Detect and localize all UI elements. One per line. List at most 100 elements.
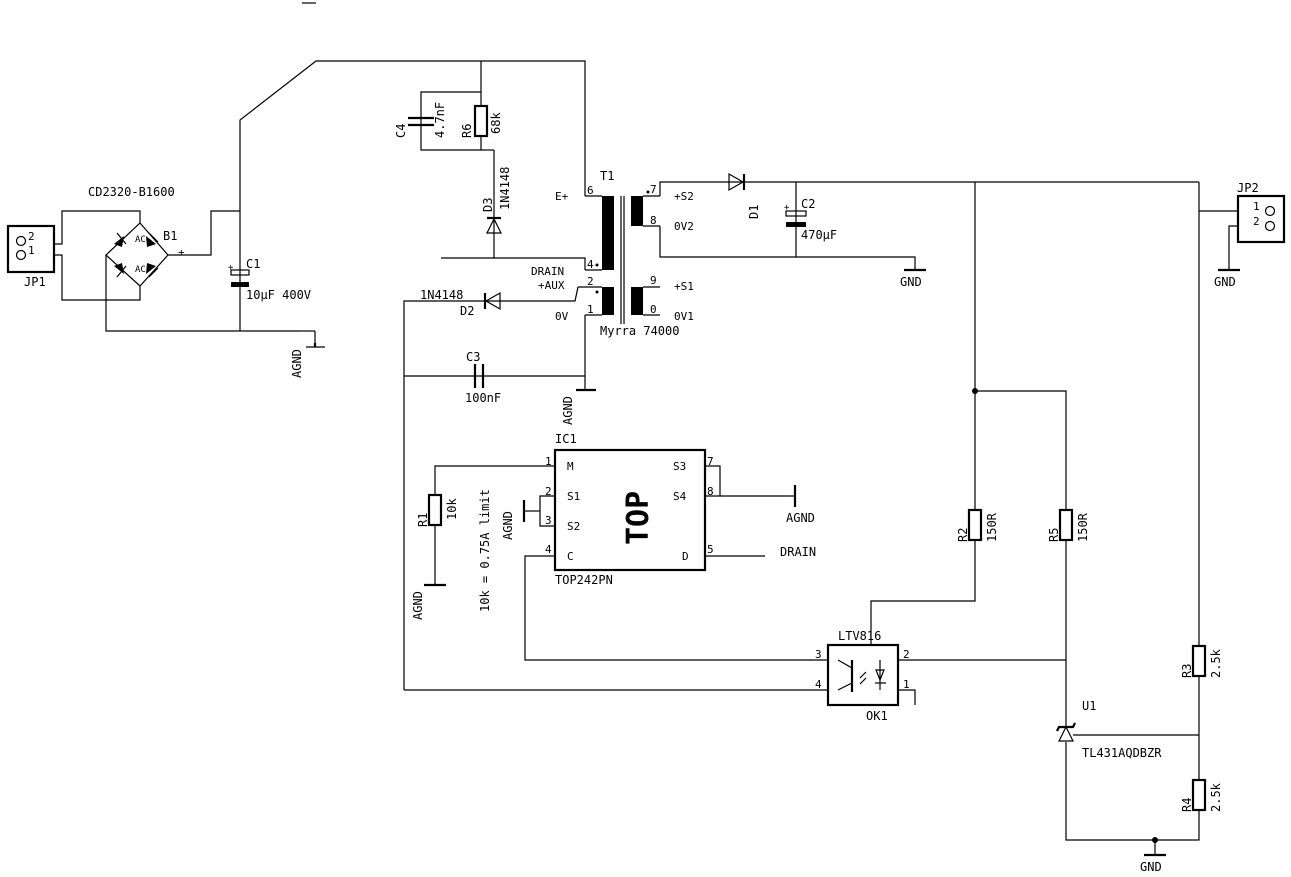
ic1-m-label: M bbox=[567, 460, 574, 473]
d3-value: 1N4148 bbox=[498, 167, 512, 210]
agnd-label-1: AGND bbox=[290, 349, 304, 378]
t1-0v2-label: 0V2 bbox=[674, 220, 694, 233]
b1-ac1-label: AC bbox=[135, 235, 146, 245]
c2-plus-label: + bbox=[784, 203, 790, 213]
t1-eplus-label: E+ bbox=[555, 190, 569, 203]
c4-capacitor: C4 4.7nF bbox=[394, 102, 447, 138]
ok1-pin1: 1 bbox=[903, 678, 910, 691]
agnd-symbol-ic1: AGND bbox=[501, 500, 526, 540]
b1-value: CD2320-B1600 bbox=[88, 185, 175, 199]
d3-diode: D3 1N4148 bbox=[481, 167, 512, 234]
ic1-s3-label: S3 bbox=[673, 460, 686, 473]
gnd-label-secondary: GND bbox=[900, 275, 922, 289]
ok1-pin4: 4 bbox=[815, 678, 822, 691]
ic1-top242: IC1 TOP242PN TOP 1 2 3 4 7 8 5 M S1 S2 C… bbox=[545, 432, 714, 587]
d2-value: 1N4148 bbox=[420, 288, 463, 302]
agnd-symbol-ic1-right: AGND bbox=[786, 485, 815, 525]
r6-resistor: R6 68k bbox=[460, 104, 503, 138]
t1-pin6: 6 bbox=[587, 184, 594, 197]
c3-capacitor: C3 100nF bbox=[465, 350, 501, 405]
c1-name: C1 bbox=[246, 257, 260, 271]
gnd-label-jp2: GND bbox=[1214, 275, 1236, 289]
c3-value: 100nF bbox=[465, 391, 501, 405]
t1-value: Myrra 74000 bbox=[600, 324, 679, 338]
r6-name: R6 bbox=[460, 124, 474, 138]
ic1-s2-label: S2 bbox=[567, 520, 580, 533]
wire-c4 bbox=[420, 91, 481, 151]
agnd-label-2: AGND bbox=[561, 396, 575, 425]
r1-resistor: R1 10k 10k = 0.75A limit bbox=[416, 489, 492, 612]
t1-drain-label: DRAIN bbox=[531, 265, 564, 278]
c4-name: C4 bbox=[394, 124, 408, 138]
agnd-symbol-1: AGND bbox=[290, 330, 325, 378]
u1-value: TL431AQDBZR bbox=[1082, 746, 1162, 760]
r4-value: 2.5k bbox=[1209, 782, 1223, 812]
t1-pin2: 2 bbox=[587, 275, 594, 288]
t1-aux-label: +AUX bbox=[538, 279, 565, 292]
ic1-body-label: TOP bbox=[621, 491, 656, 545]
agnd-label-r1: AGND bbox=[411, 591, 425, 620]
wire-aux-line bbox=[403, 286, 579, 690]
jp1-connector: 2 1 JP1 bbox=[6, 224, 56, 289]
r6-value: 68k bbox=[489, 112, 503, 134]
ic1-pin3: 3 bbox=[545, 514, 552, 527]
b1-plus-label: + bbox=[178, 246, 185, 259]
ic1-c-label: C bbox=[567, 550, 574, 563]
wire-ic1-c bbox=[524, 555, 828, 661]
gnd-symbol-secondary: GND bbox=[900, 268, 926, 289]
ok1-pin2: 2 bbox=[903, 648, 910, 661]
r3-name: R3 bbox=[1180, 664, 1194, 678]
d1-diode: D1 bbox=[728, 172, 761, 219]
t1-pin0: 0 bbox=[650, 303, 657, 316]
b1-bridge-rectifier: AC AC + B1 CD2320-B1600 bbox=[88, 185, 185, 287]
wire-secondary-plus bbox=[659, 181, 1199, 196]
gnd-symbol-jp2: GND bbox=[1214, 268, 1240, 289]
r4-name: R4 bbox=[1180, 798, 1194, 812]
wire-c3 bbox=[404, 315, 586, 377]
jp1-name: JP1 bbox=[24, 275, 46, 289]
ok1-value: LTV816 bbox=[838, 629, 881, 643]
jp1-pin2-label: 2 bbox=[28, 230, 35, 243]
d3-name: D3 bbox=[481, 198, 495, 212]
r2-value: 150R bbox=[985, 512, 999, 542]
t1-pin8: 8 bbox=[650, 214, 657, 227]
ic1-s4-label: S4 bbox=[673, 490, 687, 503]
wire-ic1-m bbox=[434, 465, 555, 495]
jp2-name: JP2 bbox=[1237, 181, 1259, 195]
jp2-connector: 1 2 JP2 bbox=[1236, 181, 1286, 244]
ic1-s1-label: S1 bbox=[567, 490, 580, 503]
u1-name: U1 bbox=[1082, 699, 1096, 713]
c4-value: 4.7nF bbox=[433, 102, 447, 138]
r5-value: 150R bbox=[1076, 512, 1090, 542]
jp2-pin1-label: 1 bbox=[1253, 200, 1260, 213]
agnd-label-ic1: AGND bbox=[501, 511, 515, 540]
jp2-pin2-label: 2 bbox=[1253, 215, 1260, 228]
ic1-name: IC1 bbox=[555, 432, 577, 446]
t1-name: T1 bbox=[600, 169, 614, 183]
wire-r5-top bbox=[975, 390, 1067, 510]
t1-0v-label: 0V bbox=[555, 310, 569, 323]
agnd-symbol-2: AGND bbox=[561, 376, 596, 425]
gnd-label-bottom: GND bbox=[1140, 860, 1162, 874]
t1-transformer: T1 6 E+ 4 DRAIN +AUX 2 1 0V 7 +S2 8 0V2 … bbox=[531, 169, 694, 338]
ic1-d-label: D bbox=[682, 550, 689, 563]
wire-jp1-ac1 bbox=[54, 210, 141, 245]
c3-name: C3 bbox=[466, 350, 480, 364]
ic1-pin7: 7 bbox=[707, 455, 714, 468]
c2-name: C2 bbox=[801, 197, 815, 211]
r5-resistor: R5 150R bbox=[1047, 508, 1090, 542]
wire-b1-plus bbox=[168, 210, 240, 256]
t1-s1-label: +S1 bbox=[674, 280, 694, 293]
r1-value: 10k bbox=[445, 498, 459, 520]
jp1-pin1-label: 1 bbox=[28, 244, 35, 257]
c2-capacitor: + C2 470µF bbox=[784, 197, 837, 242]
wire-gnd-return bbox=[1065, 742, 1200, 841]
c1-value: 10µF 400V bbox=[246, 288, 311, 302]
wire-secondary-ground bbox=[659, 226, 916, 270]
t1-pin9: 9 bbox=[650, 274, 657, 287]
r3-value: 2.5k bbox=[1209, 648, 1223, 678]
ic1-pin2: 2 bbox=[545, 485, 552, 498]
agnd-symbol-r1: AGND bbox=[411, 583, 446, 620]
b1-ac2-label: AC bbox=[135, 265, 146, 275]
